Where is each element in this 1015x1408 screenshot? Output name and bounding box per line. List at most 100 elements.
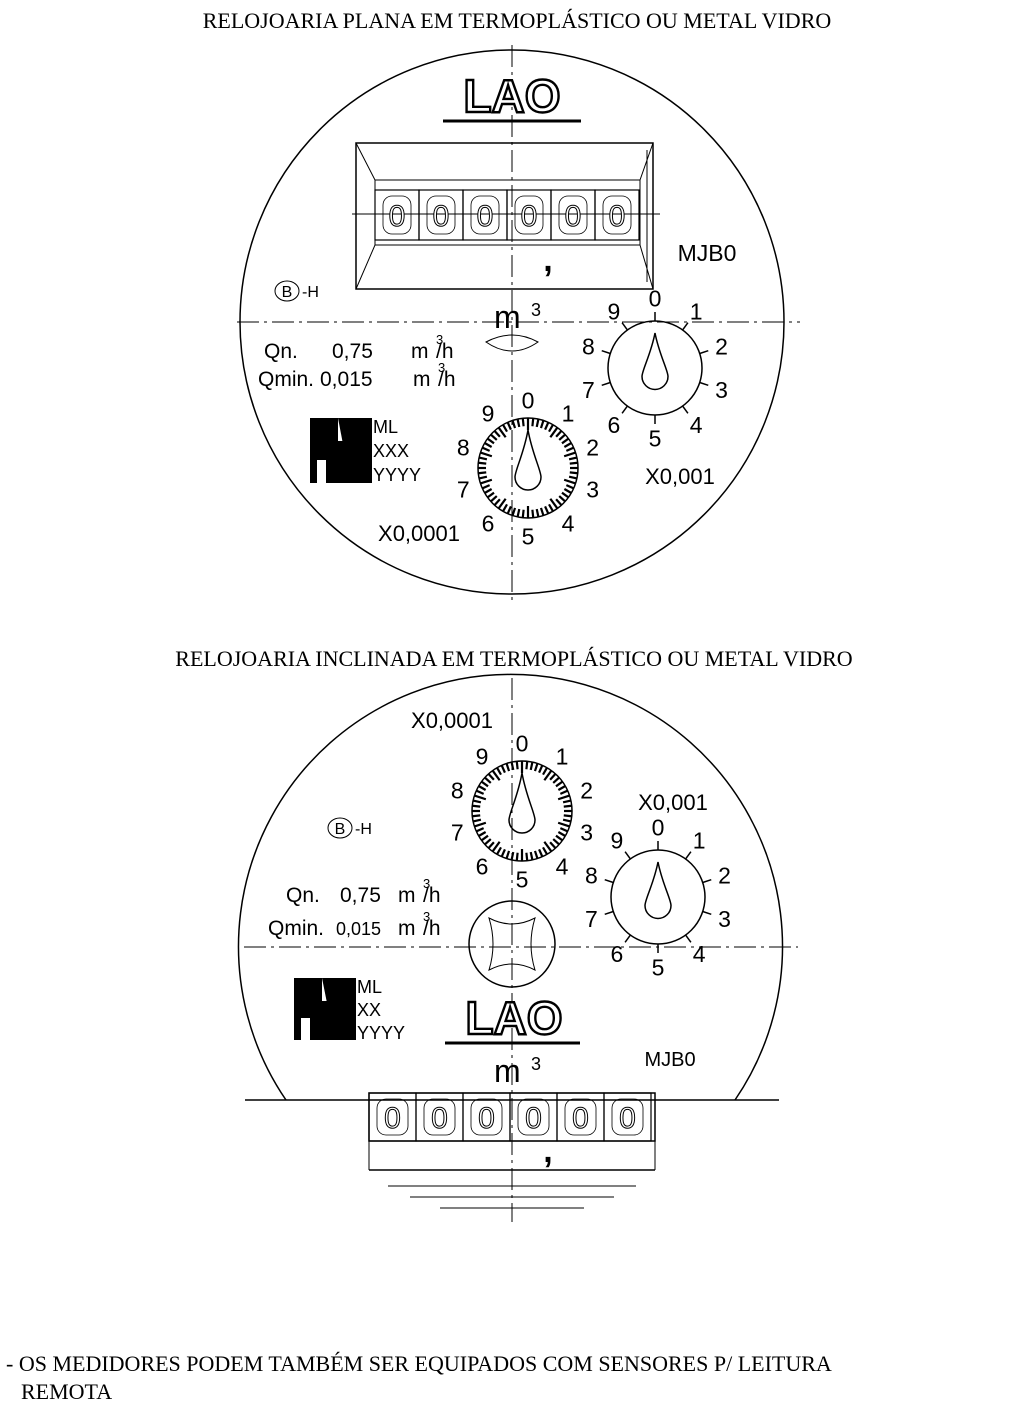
top-inmetro-line-1: ML — [373, 417, 398, 437]
bottom-dial-x00001-number: 4 — [556, 853, 569, 879]
top-dial-coarse-label: X0,001 — [645, 464, 715, 489]
bottom-dial-x00001-number: 1 — [556, 743, 569, 769]
bottom-dial-x0001: 0 12 34 5 67 89 — [585, 814, 731, 980]
top-qmin-value: 0,015 — [320, 368, 373, 391]
top-dial-x0001-number: 9 — [607, 299, 620, 325]
bottom-qmin-value: 0,015 — [336, 919, 381, 939]
bottom-unit: m 3 — [494, 1053, 541, 1089]
bottom-qn-unit: m — [398, 884, 416, 907]
bottom-odometer-digit: 0 — [478, 1102, 495, 1135]
bottom-dial-x0001-number: 6 — [610, 941, 623, 967]
top-dial-x00001-number: 3 — [586, 476, 599, 502]
top-odometer-digit: 0 — [389, 200, 406, 233]
bottom-odometer-digit-cell — [603, 1092, 652, 1142]
bottom-odometer-digit: 0 — [572, 1102, 589, 1135]
top-dial-x00001-number: 8 — [457, 434, 470, 460]
bottom-qn-unit-tail: /h — [423, 884, 441, 907]
bottom-qmin-unit-sup: 3 — [423, 909, 430, 924]
bottom-dial-x0001-number: 1 — [693, 828, 706, 854]
bottom-inmetro-line-2: XX — [357, 1000, 381, 1020]
bottom-dial-x00001-number: 8 — [451, 777, 464, 803]
top-class-mark: B -H — [274, 280, 319, 302]
bottom-qmin-unit: m — [398, 917, 416, 940]
bottom-dial-x0001-number: 7 — [585, 906, 598, 932]
bottom-odometer-digit: 0 — [619, 1102, 636, 1135]
bottom-dial-x00001-number: 9 — [476, 743, 489, 769]
bottom-dial-x00001-number: 0 — [516, 730, 529, 756]
bottom-dial-x0001-number: 2 — [718, 863, 731, 889]
top-dial-x00001-number: 6 — [482, 510, 495, 536]
top-odometer-digit: 0 — [477, 200, 494, 233]
bottom-dial-coarse-label: X0,001 — [638, 790, 708, 815]
bottom-dial-x0001-number: 3 — [718, 906, 731, 932]
top-flow-indicator — [485, 334, 539, 352]
top-dial-x00001-number: 4 — [562, 510, 575, 536]
top-qn-unit-tail: /h — [436, 340, 454, 363]
top-decimal-comma: , — [543, 241, 552, 279]
bottom-dial-x0001-number: 5 — [652, 954, 665, 980]
top-qn-label: Qn. — [264, 340, 298, 363]
top-odometer-digit: 0 — [433, 200, 450, 233]
bottom-dial-x00001-number: 6 — [476, 853, 489, 879]
bottom-odometer-digit: 0 — [384, 1102, 401, 1135]
bottom-odometer-digit: 0 — [431, 1102, 448, 1135]
top-dial-x0001-number: 6 — [607, 412, 620, 438]
bottom-class-mark: B -H — [327, 817, 372, 839]
top-flow-specs: Qn. 0,75 m 3 /h Qmin. 0,015 m 3 /h — [258, 332, 456, 391]
top-panel: RELOJOARIA PLANA EM TERMOPLÁSTICO OU MET… — [203, 8, 832, 602]
top-dial-x00001-number: 1 — [562, 400, 575, 426]
top-class-suffix: -H — [302, 284, 319, 301]
top-dial-x00001-pointer — [514, 429, 542, 491]
top-dial-x0001-pointer — [641, 332, 669, 391]
top-qn-unit-sup: 3 — [436, 332, 443, 347]
bottom-dial-x0001-number: 9 — [610, 828, 623, 854]
top-odometer-digit-cell — [594, 189, 640, 241]
top-inmetro-line-3: YYYY — [373, 465, 421, 485]
bottom-dial-x0001-number: 0 — [652, 814, 665, 840]
bottom-dial-x00001-number: 5 — [516, 866, 529, 892]
top-dial-fine-label: X0,0001 — [378, 521, 460, 546]
top-odometer-frame — [355, 142, 654, 290]
bottom-dial-x00001-number: 2 — [580, 777, 593, 803]
top-qn-unit: m — [411, 340, 429, 363]
bottom-dial-fine-label: X0,0001 — [411, 708, 493, 733]
top-dial-x0001-number: 4 — [690, 412, 703, 438]
top-dial-x0001-number: 2 — [715, 334, 728, 360]
top-qmin-unit-sup: 3 — [438, 360, 445, 375]
bottom-qn-label: Qn. — [286, 884, 320, 907]
bottom-qmin-unit-tail: /h — [423, 917, 441, 940]
top-dial-x0001-number: 3 — [715, 377, 728, 403]
top-qmin-label: Qmin. — [258, 368, 314, 391]
footnote-line-1: - OS MEDIDORES PODEM TAMBÉM SER EQUIPADO… — [6, 1351, 832, 1376]
footnote: - OS MEDIDORES PODEM TAMBÉM SER EQUIPADO… — [6, 1351, 832, 1404]
top-dial-x00001-number: 2 — [586, 434, 599, 460]
top-brand-text: LAO — [463, 70, 560, 122]
top-dial-x0001-number: 0 — [649, 285, 662, 311]
top-dial-x00001-number: 5 — [522, 523, 535, 549]
bottom-class-letter: B — [335, 821, 346, 838]
top-inmetro-mark: ML XXX YYYY — [310, 417, 421, 485]
bottom-qmin-label: Qmin. — [268, 917, 324, 940]
bottom-unit-m: m — [494, 1053, 521, 1089]
top-inmetro-line-2: XXX — [373, 441, 409, 461]
top-dial-x0001-number: 1 — [690, 299, 703, 325]
bottom-dial-x0001-pointer — [644, 861, 672, 920]
top-title: RELOJOARIA PLANA EM TERMOPLÁSTICO OU MET… — [203, 8, 832, 33]
bottom-decimal-comma: , — [543, 1132, 552, 1170]
bottom-inmetro-line-3: YYYY — [357, 1023, 405, 1043]
bottom-qn-value: 0,75 — [340, 884, 381, 907]
top-qmin-unit: m — [413, 368, 431, 391]
top-dial-x0001-number: 8 — [582, 334, 595, 360]
bottom-qn-unit-sup: 3 — [423, 876, 430, 891]
bottom-dial-x00001-number: 7 — [451, 819, 464, 845]
bottom-dial-x0001-number: 4 — [693, 941, 706, 967]
top-dial-x0001-number: 7 — [582, 377, 595, 403]
bottom-dial-x0001-number: 8 — [585, 863, 598, 889]
bottom-inmetro-line-1: ML — [357, 977, 382, 997]
bottom-flow-specs: Qn. 0,75 m 3 /h Qmin. 0,015 m 3 /h — [268, 876, 441, 940]
